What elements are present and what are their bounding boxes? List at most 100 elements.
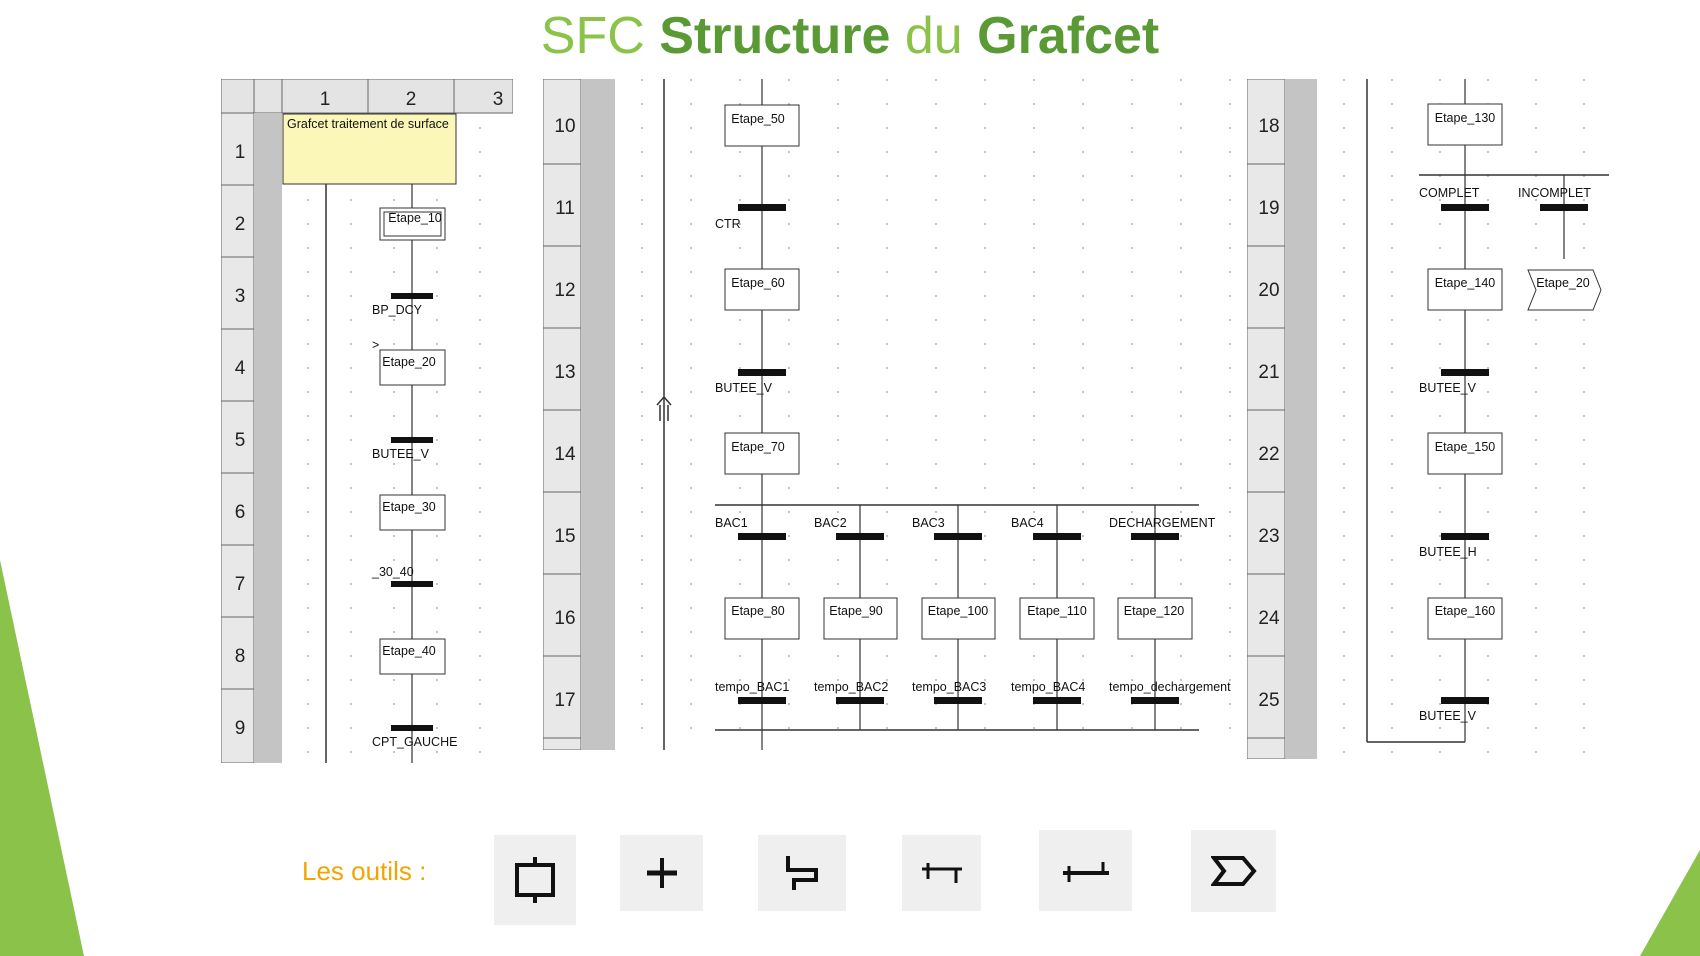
divergence-tool-button[interactable] [902,835,981,911]
grafcet-panel-1: 1 2 3 1 2 3 4 5 6 7 8 9 Grafcet traiteme… [221,79,513,763]
grafcet-panel-3: 18 19 20 21 22 23 24 25 Etape_130 COMPLE… [1247,79,1620,759]
row-number: 13 [554,362,575,383]
step-label: Etape_130 [1435,111,1496,125]
row-number: 18 [1258,116,1279,137]
transition-bar[interactable] [1033,533,1081,540]
branch-condition-label: DECHARGEMENT [1109,516,1216,530]
transition-label: CPT_GAUCHE [372,735,457,749]
step-label: Etape_10 [388,211,442,225]
transition-bar[interactable] [391,293,433,299]
transition-label: BUTEE_V [1419,709,1477,723]
transition-bar[interactable] [738,369,786,376]
grafcet-comment-box[interactable] [282,113,457,185]
row-number: 15 [554,526,575,547]
step-box[interactable] [921,597,996,640]
transition-label: BUTEE_V [372,447,430,461]
step-label: Etape_40 [382,644,436,658]
step-label: Etape_140 [1435,276,1496,290]
step-label: Etape_110 [1027,604,1087,618]
up-arrow-icon [656,395,672,421]
link-tool-button[interactable] [758,835,846,911]
step-box[interactable] [823,597,898,640]
tempo-label: tempo_dechargement [1109,680,1231,694]
row-number: 21 [1258,362,1279,383]
transition-bar[interactable] [1131,533,1179,540]
title-part-grafcet: Grafcet [977,7,1160,65]
step-label: Etape_150 [1435,440,1496,454]
grafcet-comment-text: Grafcet traitement de surface [287,117,449,131]
transition-bar[interactable] [1441,533,1489,540]
step-tool-button[interactable] [494,835,576,925]
step-box[interactable] [1427,268,1503,311]
row-number: 17 [554,690,575,711]
step-box[interactable] [724,268,800,311]
column-number: 2 [406,89,417,110]
step-label: Etape_60 [731,276,785,290]
transition-bar[interactable] [934,697,982,704]
row-number: 6 [235,502,246,523]
jump-marker: > [372,338,379,352]
step-box[interactable] [379,494,446,531]
transition-bar[interactable] [1131,697,1179,704]
row-number: 2 [235,214,246,235]
divergence-tool-icon [921,863,962,883]
transition-bar[interactable] [1540,204,1588,211]
transition-bar[interactable] [836,533,884,540]
transition-bar[interactable] [391,437,433,443]
transition-bar[interactable] [934,533,982,540]
step-box[interactable] [1427,597,1503,640]
row-number: 4 [235,358,246,379]
step-label: Etape_20 [382,355,436,369]
transition-label: INCOMPLET [1518,186,1591,200]
tempo-label: tempo_BAC3 [912,680,986,694]
row-number: 3 [235,286,246,307]
step-box[interactable] [1117,597,1193,640]
title-part-structure: Structure [659,7,891,65]
step-box[interactable] [724,597,800,640]
step-tool-icon [515,857,555,903]
transition-bar[interactable] [1441,697,1489,704]
row-number: 20 [1258,280,1279,301]
branch-condition-label: BAC4 [1011,516,1044,530]
row-number: 24 [1258,608,1280,629]
transition-bar[interactable] [1441,369,1489,376]
transition-bar[interactable] [1033,697,1081,704]
convergence-tool-button[interactable] [1039,830,1132,911]
grafcet-panel-2: 10 11 12 13 14 15 16 17 Etape_50 CTR Eta… [543,79,1240,750]
convergence-tool-icon [1062,861,1109,882]
row-number: 11 [555,198,575,219]
transition-label: _30_40 [371,565,414,579]
transition-bar[interactable] [391,581,433,587]
transition-bar[interactable] [1441,204,1489,211]
step-box[interactable] [1427,432,1503,475]
branch-condition-label: BAC1 [715,516,748,530]
transition-label: BUTEE_H [1419,545,1477,559]
step-box[interactable] [724,104,800,147]
transition-bar[interactable] [391,725,433,731]
step-label: Etape_160 [1435,604,1496,618]
grafcet-panel-3-canvas: 18 19 20 21 22 23 24 25 Etape_130 COMPLE… [1247,79,1620,759]
transition-bar[interactable] [738,697,786,704]
transition-bar[interactable] [738,533,786,540]
step-box[interactable] [1019,597,1095,640]
row-number: 14 [554,444,576,465]
row-number: 5 [235,430,246,451]
jump-tool-button[interactable] [1191,830,1276,912]
step-label: Etape_120 [1124,604,1185,618]
transition-bar[interactable] [836,697,884,704]
branch-condition-label: BAC3 [912,516,945,530]
step-box[interactable] [1427,103,1503,146]
step-box[interactable] [379,638,446,675]
transition-label: BUTEE_V [1419,381,1477,395]
jump-box[interactable] [1527,269,1602,311]
transition-tool-button[interactable] [620,835,703,911]
jump-tool-icon [1210,856,1257,886]
title-part-du: du [904,7,963,65]
grafcet-panel-2-canvas: 10 11 12 13 14 15 16 17 Etape_50 CTR Eta… [543,79,1240,750]
tempo-label: tempo_BAC1 [715,680,789,694]
row-number: 12 [554,280,575,301]
step-box[interactable] [379,349,446,386]
step-box[interactable] [724,432,800,475]
transition-bar[interactable] [738,204,786,211]
row-number: 9 [235,718,246,739]
